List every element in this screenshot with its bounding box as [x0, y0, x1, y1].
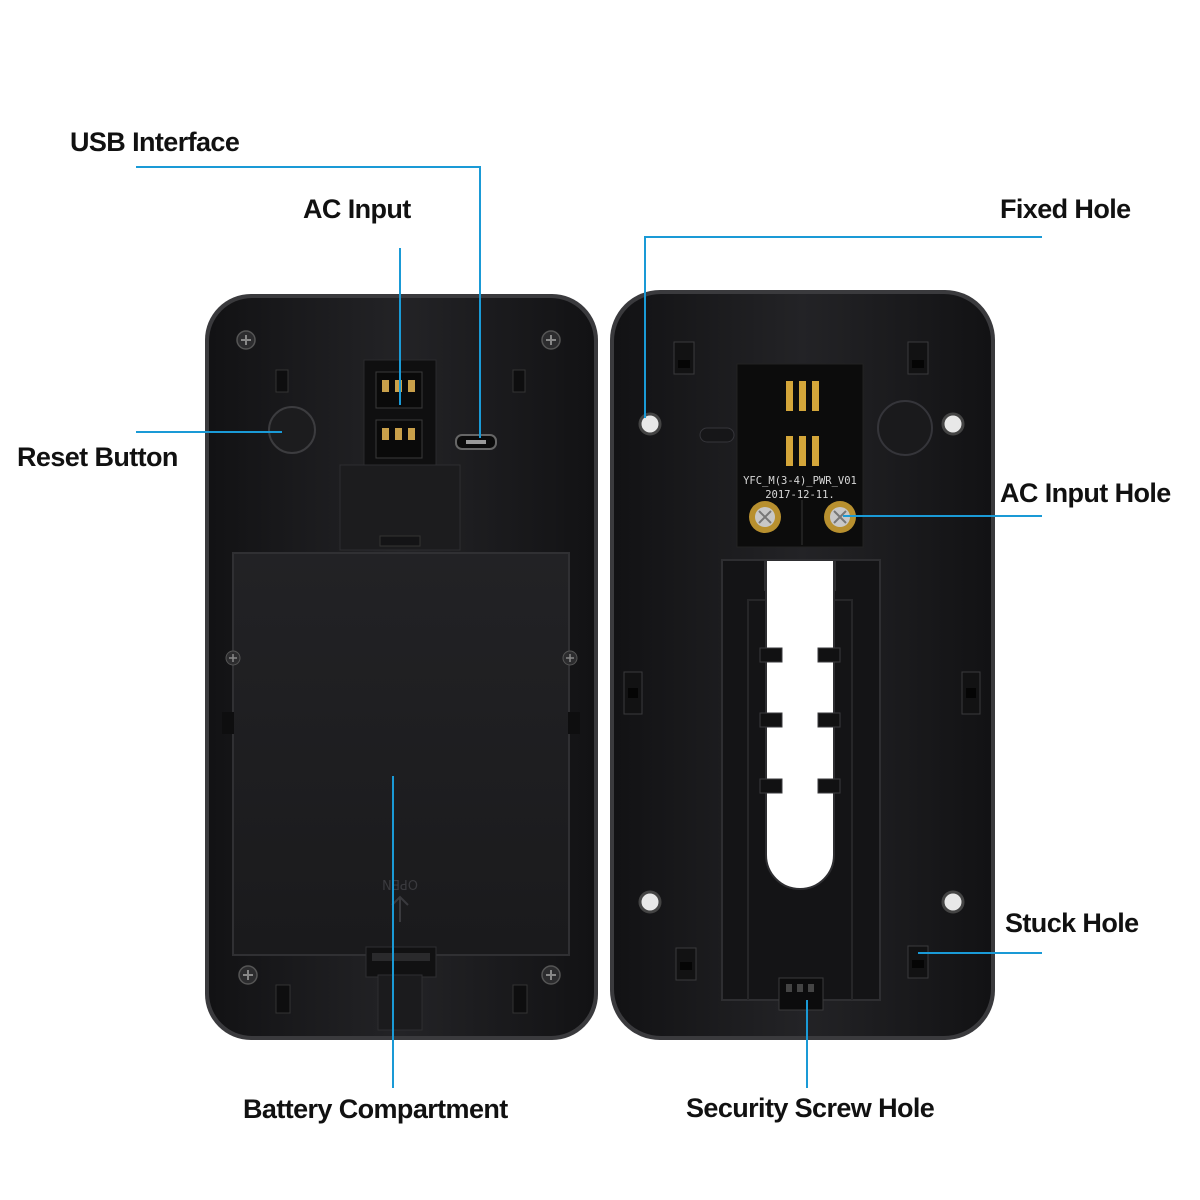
- clip-slot: [513, 985, 527, 1013]
- mounting-clip: [624, 672, 642, 714]
- side-notch: [222, 712, 234, 734]
- mounting-clip: [908, 342, 928, 374]
- corner-screw-icon: [237, 331, 255, 349]
- callout-reset-button: Reset Button: [17, 444, 178, 471]
- mounting-clip: [962, 672, 980, 714]
- callout-battery-compartment: Battery Compartment: [243, 1096, 508, 1123]
- fixed-hole-icon: [943, 414, 963, 434]
- ac-input-pcb: YFC_M(3-4)_PWR_V01 2017-12-11.: [737, 364, 863, 547]
- pcb-model-text: YFC_M(3-4)_PWR_V01: [743, 475, 857, 487]
- clip-slot: [276, 370, 288, 392]
- callout-ac-input-hole: AC Input Hole: [1000, 480, 1171, 507]
- callout-usb-interface: USB Interface: [70, 129, 239, 156]
- callout-ac-input: AC Input: [303, 196, 411, 223]
- side-screw-icon: [226, 651, 240, 665]
- corner-screw-icon: [542, 966, 560, 984]
- usb-port-icon: [456, 435, 496, 449]
- doorbell-back-unit: OPEN: [205, 294, 598, 1040]
- fixed-hole-icon: [640, 892, 660, 912]
- mounting-clip: [674, 342, 694, 374]
- fixed-hole-icon: [640, 414, 660, 434]
- terminal-screw-icon: [749, 501, 781, 533]
- side-screw-icon: [563, 651, 577, 665]
- security-screw-hole-icon: [779, 978, 823, 1010]
- battery-cover-open-text: OPEN: [382, 876, 418, 891]
- corner-screw-icon: [239, 966, 257, 984]
- corner-screw-icon: [542, 331, 560, 349]
- callout-security-screw-hole: Security Screw Hole: [686, 1095, 934, 1122]
- callout-stuck-hole: Stuck Hole: [1005, 910, 1139, 937]
- clip-slot: [276, 985, 290, 1013]
- battery-cover: [233, 553, 569, 955]
- stuck-hole-clip: [676, 948, 696, 980]
- side-notch: [568, 712, 580, 734]
- fixed-hole-icon: [943, 892, 963, 912]
- boss-slot: [700, 428, 734, 442]
- pcb-date-text: 2017-12-11.: [765, 489, 835, 501]
- round-boss: [878, 401, 932, 455]
- callout-fixed-hole: Fixed Hole: [1000, 196, 1131, 223]
- reset-button-icon: [269, 407, 315, 453]
- stuck-hole-clip: [908, 946, 928, 978]
- clip-slot: [513, 370, 525, 392]
- mounting-bracket-unit: YFC_M(3-4)_PWR_V01 2017-12-11.: [610, 290, 995, 1040]
